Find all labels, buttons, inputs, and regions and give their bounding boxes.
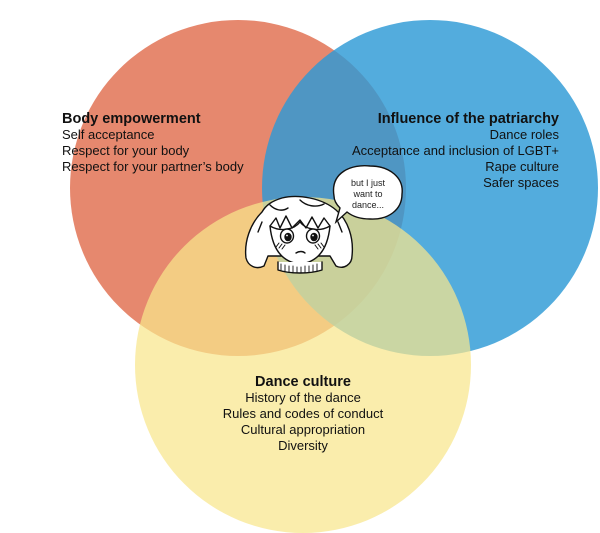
girl-face-icon xyxy=(244,195,354,274)
patriarchy-item-4: Safer spaces xyxy=(483,175,559,190)
dance-item-4: Diversity xyxy=(278,438,328,453)
dance-item-3: Cultural appropriation xyxy=(241,422,365,437)
speech-line-1: but I just xyxy=(351,178,386,188)
dance-item-2: Rules and codes of conduct xyxy=(223,406,384,421)
dance-culture-circle xyxy=(135,197,471,533)
body-empowerment-title: Body empowerment xyxy=(62,111,201,127)
dance-culture-text: Dance culture History of the dance Rules… xyxy=(223,374,384,453)
speech-line-2: want to xyxy=(352,189,382,199)
patriarchy-item-3: Rape culture xyxy=(485,159,559,174)
dance-item-1: History of the dance xyxy=(245,390,361,405)
dance-culture-title: Dance culture xyxy=(255,374,351,390)
patriarchy-item-1: Dance roles xyxy=(490,127,560,142)
body-item-1: Self acceptance xyxy=(62,127,155,142)
body-item-2: Respect for your body xyxy=(62,143,190,158)
patriarchy-item-2: Acceptance and inclusion of LGBT+ xyxy=(352,143,559,158)
speech-line-3: dance... xyxy=(352,200,384,210)
speech-bubble: but I just want to dance... xyxy=(332,165,403,225)
body-empowerment-text: Body empowerment Self acceptance Respect… xyxy=(62,111,244,174)
patriarchy-text: Influence of the patriarchy Dance roles … xyxy=(352,111,560,190)
patriarchy-title: Influence of the patriarchy xyxy=(378,111,559,127)
body-item-3: Respect for your partner’s body xyxy=(62,159,244,174)
